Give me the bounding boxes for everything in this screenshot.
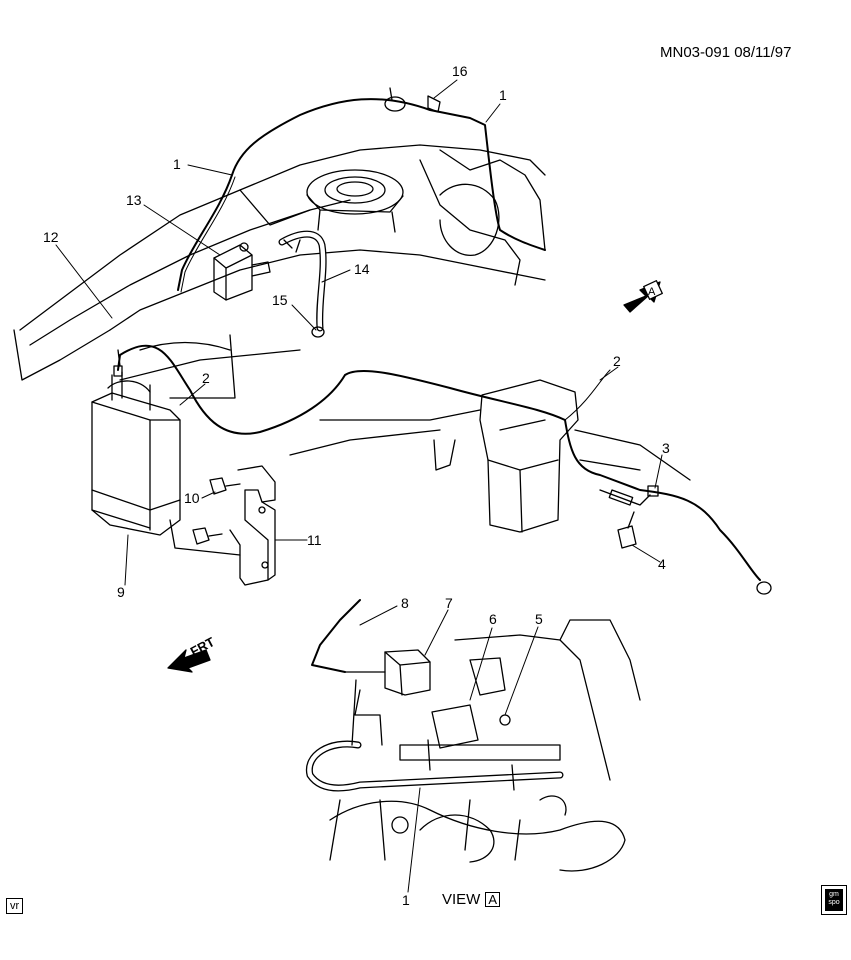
view-a-detail: [305, 599, 641, 872]
callout-14: 14: [354, 261, 370, 277]
front-arrow: [167, 649, 211, 673]
view-a-arrow: [623, 280, 663, 313]
body-structure: [13, 144, 546, 471]
callout-6: 6: [489, 611, 497, 627]
hose-end: [756, 581, 772, 595]
logo-line-2: spo: [828, 899, 840, 906]
callout-1-view: 1: [402, 892, 410, 908]
logo-line-1: gm: [829, 891, 839, 898]
callout-3: 3: [662, 440, 670, 456]
callout-1-left: 1: [173, 156, 181, 172]
view-arrow-letter: A: [648, 286, 656, 298]
clip-16: [384, 87, 441, 113]
logo-mark: gm spo: [825, 889, 843, 911]
callout-9: 9: [117, 584, 125, 600]
canister-bracket: [229, 465, 276, 586]
bolt-4: [617, 511, 637, 549]
purge-solenoid: [213, 242, 271, 301]
right-structure: [479, 379, 691, 533]
callout-15: 15: [272, 292, 288, 308]
callout-5: 5: [535, 611, 543, 627]
callout-16: 16: [452, 63, 468, 79]
leader-lines: [55, 79, 663, 893]
callout-7: 7: [445, 595, 453, 611]
view-label-text: VIEW: [442, 891, 481, 908]
view-label-letter: A: [485, 892, 501, 907]
bolt-lower: [192, 527, 223, 545]
corner-tag: vr: [6, 898, 24, 914]
callout-1-upper-right: 1: [499, 87, 507, 103]
clip-3: [647, 485, 659, 497]
callout-12: 12: [43, 229, 59, 245]
gm-spo-logo: gm spo: [821, 885, 847, 915]
callout-10: 10: [184, 490, 200, 506]
callout-13: 13: [126, 192, 142, 208]
hose: [278, 230, 327, 338]
callout-4: 4: [658, 556, 666, 572]
callout-2-right: 2: [613, 353, 621, 369]
callout-8: 8: [401, 595, 409, 611]
callout-2-left: 2: [202, 370, 210, 386]
detail-guide-line: [351, 679, 357, 746]
canister: [91, 349, 181, 536]
view-label: VIEW A: [442, 891, 501, 908]
callout-11: 11: [307, 532, 322, 548]
diagram-code: MN03-091 08/11/97: [660, 44, 792, 61]
bolt-upper: [209, 477, 241, 495]
bracket-guide-line: [169, 519, 241, 556]
